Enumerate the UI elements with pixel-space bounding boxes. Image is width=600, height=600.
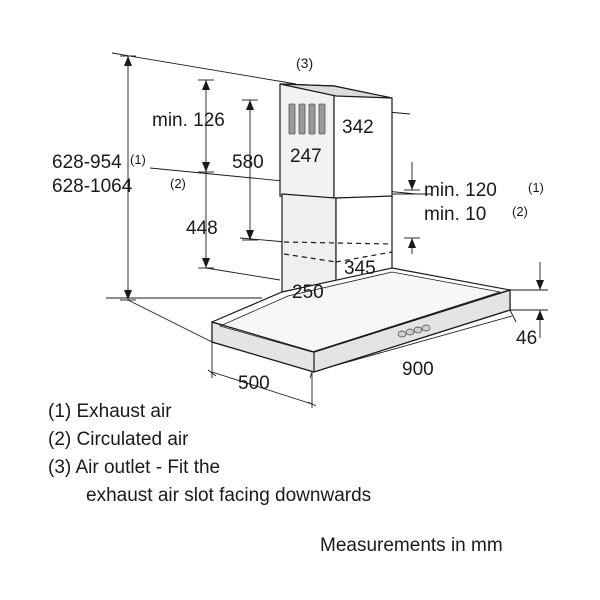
air-outlet-slots bbox=[288, 103, 326, 135]
dim-height-range-circulated-ref: (2) bbox=[170, 176, 186, 191]
legend-item-air-outlet: (3) Air outlet - Fit the bbox=[48, 457, 221, 478]
arrowheads bbox=[124, 56, 544, 320]
dim-345: 345 bbox=[344, 258, 376, 279]
dim-247: 247 bbox=[290, 146, 322, 167]
dim-500: 500 bbox=[238, 373, 270, 394]
dim-250: 250 bbox=[292, 282, 324, 303]
legend: (1) Exhaust air (2) Circulated air (3) A… bbox=[48, 398, 371, 510]
dim-448: 448 bbox=[186, 218, 218, 239]
legend-item-air-outlet-continued: exhaust air slot facing downwards bbox=[86, 485, 372, 506]
dim-min-126: min. 126 bbox=[152, 110, 225, 131]
dim-580: 580 bbox=[232, 152, 264, 173]
dim-min-10: min. 10 bbox=[424, 204, 486, 225]
dim-min-120-ref: (1) bbox=[528, 180, 544, 195]
units-note: Measurements in mm bbox=[320, 535, 503, 556]
legend-item-circulated-air: (2) Circulated air bbox=[48, 429, 189, 450]
dim-min-120: min. 120 bbox=[424, 180, 497, 201]
canopy bbox=[211, 267, 511, 373]
dim-height-range-exhaust-ref: (1) bbox=[130, 152, 146, 167]
dim-height-range-circulated: 628-1064 bbox=[52, 176, 133, 197]
dim-min-10-ref: (2) bbox=[512, 204, 528, 219]
dim-900: 900 bbox=[402, 359, 434, 380]
dim-342: 342 bbox=[342, 117, 374, 138]
dim-height-range-exhaust: 628-954 bbox=[52, 152, 122, 173]
dim-46: 46 bbox=[516, 328, 537, 349]
legend-item-exhaust-air: (1) Exhaust air bbox=[48, 401, 172, 422]
chimney-upper bbox=[279, 83, 393, 199]
callout-3-label: (3) bbox=[296, 55, 313, 71]
control-buttons bbox=[397, 324, 431, 338]
